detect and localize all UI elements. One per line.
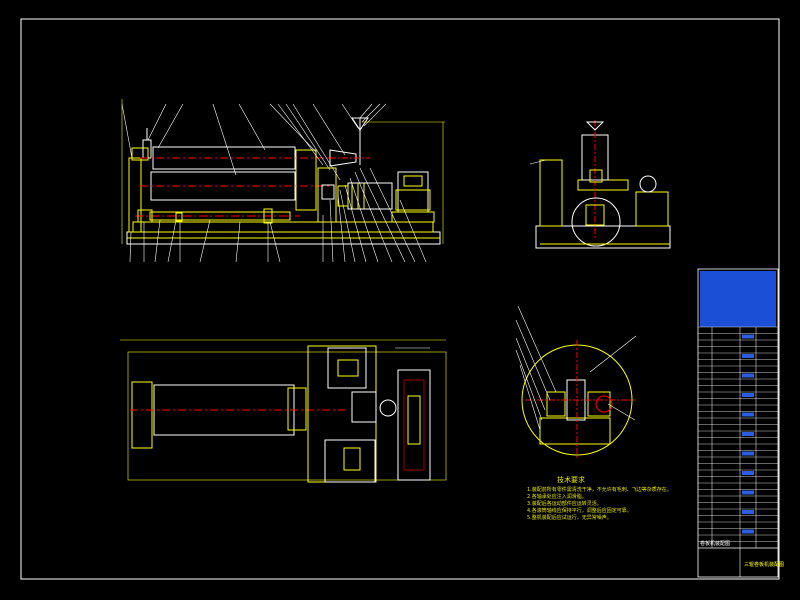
table-cell-fill: [742, 373, 754, 378]
section-view: [515, 305, 637, 460]
requirement-line: 1.装配前所有零件需清洗干净，不允许有毛刺、飞边等杂质存在。: [527, 487, 672, 493]
top-view: [120, 339, 447, 483]
table-cell-fill: [742, 529, 754, 534]
title-block-drawing-name: 三辊卷板机装配图: [744, 561, 784, 568]
requirement-line: 2.各轴承处应注入润滑脂。: [527, 494, 587, 500]
table-cell-fill: [742, 412, 754, 417]
parts-list-table: [697, 268, 779, 578]
front-view: [121, 99, 445, 263]
requirement-line: 4.各滚筒轴线应保持平行，调整后应固定可靠。: [527, 508, 632, 514]
table-cell-fill: [742, 354, 754, 358]
side-view: [529, 120, 671, 249]
requirement-line: 3.装配后各运动部件应运转灵活。: [527, 501, 602, 507]
technical-requirements-title: 技术要求: [557, 476, 585, 484]
drawing-frame: [20, 18, 780, 580]
technical-requirements: 技术要求 1.装配前所有零件需清洗干净，不允许有毛刺、飞边等杂质存在。 2.各轴…: [527, 476, 707, 522]
table-cell-fill: [742, 393, 754, 397]
requirement-line: 5.整机装配后应试运行，无异常噪声。: [527, 515, 612, 521]
table-cell-fill: [742, 432, 754, 436]
table-cell-fill: [742, 490, 754, 495]
table-cell-fill: [742, 471, 754, 475]
title-block-left-text: 卷板机装配图: [700, 540, 730, 547]
table-cell-fill: [742, 334, 754, 339]
table-cell-fill: [742, 451, 754, 456]
table-cell-fill: [742, 510, 754, 514]
